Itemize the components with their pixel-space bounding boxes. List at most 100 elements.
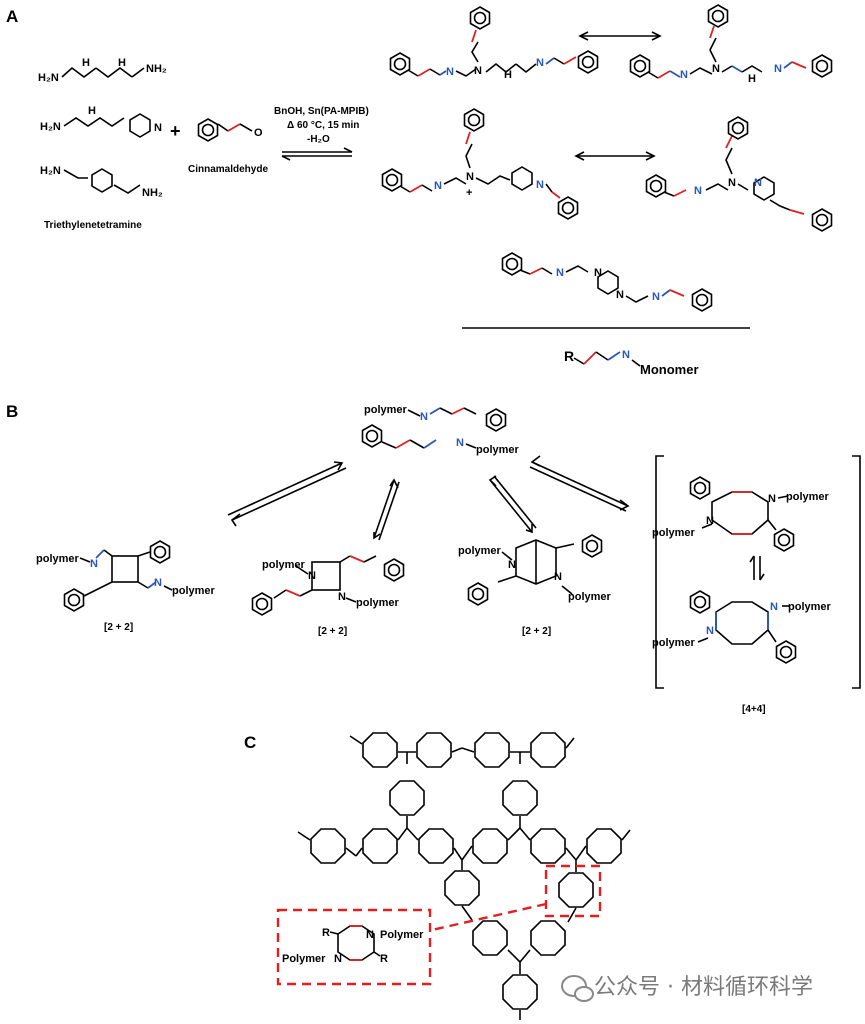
product-b-2plus2-2: polymer N N polymer	[251, 555, 405, 616]
amine-piperazine-2: H₂N NH₂	[40, 165, 163, 199]
svg-text:polymer: polymer	[36, 553, 80, 565]
svg-text:N: N	[446, 66, 454, 78]
svg-text:N: N	[536, 179, 544, 191]
panel-c-label: C	[244, 733, 256, 752]
wechat-icon	[561, 975, 594, 1002]
conditions-line1: BnOH, Sn(PA-MPIB)	[274, 106, 369, 117]
svg-text:N: N	[706, 515, 714, 527]
svg-text:NH₂: NH₂	[146, 63, 167, 75]
cinnamaldehyde-label: Cinnamaldehyde	[188, 164, 268, 175]
panel-b-label: B	[6, 402, 18, 421]
svg-text:+: +	[466, 187, 472, 199]
svg-text:polymer: polymer	[786, 491, 830, 503]
svg-text:polymer: polymer	[568, 591, 612, 603]
svg-text:N: N	[694, 185, 702, 197]
svg-text:polymer: polymer	[172, 585, 216, 597]
svg-text:N: N	[706, 625, 714, 637]
product-label-2: [2 + 2]	[318, 626, 347, 637]
equilibrium-arrows-b	[227, 455, 630, 541]
svg-text:N: N	[768, 493, 776, 505]
svg-text:polymer: polymer	[356, 597, 400, 609]
svg-text:N: N	[556, 267, 564, 279]
svg-text:N: N	[154, 577, 162, 589]
plus-sign: +	[170, 121, 181, 141]
svg-text:N: N	[90, 558, 98, 570]
product-b-2plus2-3: polymer N N polymer	[458, 534, 612, 606]
product-a2-right: N N N	[645, 116, 833, 232]
svg-text:Polymer: Polymer	[282, 953, 326, 965]
amine-piperazine-1: H₂N H N	[40, 105, 162, 138]
svg-text:N: N	[434, 180, 442, 192]
svg-text:H: H	[82, 57, 90, 69]
imine-pair-top: polymer N N polymer	[361, 404, 520, 456]
highlight-box-ring	[544, 864, 602, 918]
svg-text:H: H	[88, 105, 96, 117]
svg-text:polymer: polymer	[262, 559, 306, 571]
svg-text:polymer: polymer	[652, 637, 696, 649]
conditions-line2: Δ 60 °C, 15 min	[287, 120, 359, 131]
svg-text:R: R	[564, 348, 574, 364]
panel-a-label: A	[6, 7, 18, 26]
product-label-4: [4+4]	[742, 704, 766, 715]
conditions-line3: -H₂O	[307, 134, 330, 145]
svg-text:N: N	[770, 601, 778, 613]
svg-text:N: N	[366, 929, 374, 941]
svg-text:N: N	[338, 591, 346, 603]
svg-text:O: O	[254, 127, 263, 139]
svg-text:N: N	[508, 559, 516, 571]
svg-text:N: N	[754, 177, 762, 189]
svg-text:N: N	[728, 177, 736, 189]
equilibrium-arrow-4plus4	[749, 555, 765, 581]
svg-text:polymer: polymer	[458, 545, 502, 557]
svg-text:H: H	[504, 69, 512, 81]
svg-text:Polymer: Polymer	[380, 929, 424, 941]
svg-text:H₂N: H₂N	[40, 121, 61, 133]
resonance-arrow-2	[574, 151, 656, 161]
svg-text:polymer: polymer	[364, 404, 408, 416]
triethylenetetramine-linear: H₂N H H NH₂	[38, 57, 167, 84]
monomer-structure: R N Monomer	[564, 348, 699, 377]
svg-text:N: N	[712, 63, 720, 75]
svg-text:R: R	[380, 953, 388, 965]
svg-text:N: N	[554, 571, 562, 583]
svg-text:N: N	[308, 570, 316, 582]
polymer-network	[297, 732, 631, 1020]
product-label-1: [2 + 2]	[104, 622, 133, 633]
product-a1-left: N N H N	[389, 6, 599, 81]
svg-text:N: N	[652, 291, 660, 303]
svg-text:R: R	[322, 927, 330, 939]
svg-text:N: N	[154, 122, 162, 134]
svg-text:polymer: polymer	[652, 527, 696, 539]
inset-box	[276, 908, 432, 986]
svg-text:N: N	[334, 953, 342, 965]
svg-text:N: N	[474, 65, 482, 77]
inset-cyclooctadiene: R N Polymer Polymer N R	[282, 925, 424, 965]
svg-text:polymer: polymer	[788, 601, 832, 613]
svg-text:H₂N: H₂N	[38, 72, 59, 84]
cinnamaldehyde-structure: O	[197, 118, 263, 142]
product-b-4plus4-upper: N N polymer polymer	[652, 476, 830, 552]
svg-text:H: H	[118, 57, 126, 69]
resonance-arrow-1	[578, 31, 662, 41]
svg-text:N: N	[616, 289, 624, 301]
bracket-4plus4	[655, 455, 861, 689]
svg-text:N: N	[594, 267, 602, 279]
svg-text:N: N	[420, 411, 428, 423]
product-b-2plus2-1: polymer N N polymer	[36, 540, 216, 612]
product-b-4plus4-lower: N N polymer polymer	[652, 590, 832, 664]
svg-text:N: N	[466, 171, 474, 183]
product-label-3: [2 + 2]	[522, 626, 551, 637]
svg-text:polymer: polymer	[476, 444, 520, 456]
product-a2-left: N N + N	[381, 108, 579, 220]
svg-text:N: N	[622, 349, 630, 361]
svg-text:H: H	[748, 73, 756, 85]
equilibrium-arrow-a	[281, 147, 353, 161]
product-a1-right: N N H N	[629, 4, 833, 85]
highlight-connector	[431, 902, 547, 932]
monomer-label: Monomer	[640, 362, 699, 377]
svg-text:H₂N: H₂N	[40, 165, 61, 177]
svg-text:N: N	[774, 63, 782, 75]
watermark-text: 公众号 · 材料循环科学	[594, 975, 813, 1000]
svg-text:N: N	[456, 437, 464, 449]
